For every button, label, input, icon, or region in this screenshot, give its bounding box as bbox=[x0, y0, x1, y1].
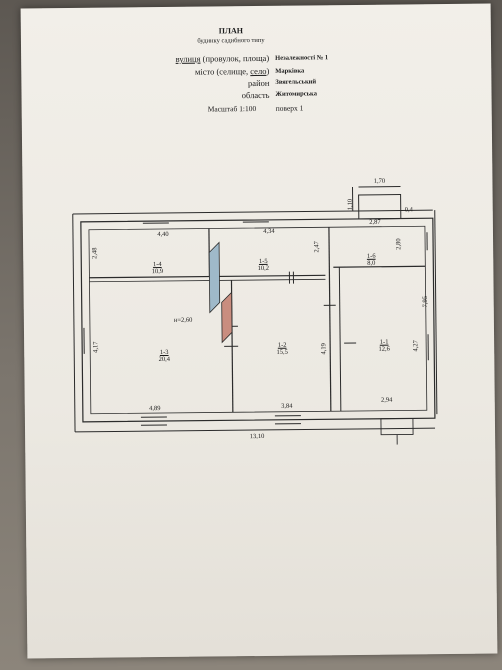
dim-top-middle: 4,34 bbox=[263, 227, 275, 235]
room-1-1-area: 12,6 bbox=[378, 345, 390, 353]
dim-porch-depth: 1,10 bbox=[346, 198, 354, 211]
dim-right-upper: 2,80 bbox=[395, 238, 403, 250]
room-1-3-area: 20,4 bbox=[158, 355, 171, 364]
room-1-5: 1-5 10,2 bbox=[257, 258, 270, 273]
document-sheet: ПЛАН будинку садибного типу вулиця (пров… bbox=[20, 3, 498, 659]
dim-right-total: 7,95 bbox=[421, 296, 429, 308]
dim-inner-vertical: 4,19 bbox=[320, 343, 328, 355]
stair-blue bbox=[208, 241, 221, 314]
room-1-4-area: 10,9 bbox=[151, 268, 164, 276]
dim-total-width: 13,10 bbox=[249, 432, 265, 441]
dim-bottom-middle: 3,84 bbox=[281, 402, 293, 410]
dim-bottom-left: 4,89 bbox=[149, 405, 161, 413]
ceiling-height: н=2,60 bbox=[173, 316, 193, 324]
room-1-4: 1-4 10,9 bbox=[151, 261, 164, 276]
dim-top-left: 4,40 bbox=[157, 230, 169, 239]
room-1-6: 1-6 8,0 bbox=[367, 253, 376, 267]
room-1-2-area: 15,5 bbox=[276, 348, 288, 356]
floor-plan bbox=[72, 186, 438, 445]
room-1-2: 1-2 15,5 bbox=[276, 342, 288, 356]
room-1-1: 1-1 12,6 bbox=[378, 339, 390, 353]
room-1-3: 1-3 20,4 bbox=[158, 349, 170, 363]
room-1-5-area: 10,2 bbox=[257, 264, 270, 273]
dim-right-lower: 4,27 bbox=[412, 340, 420, 352]
dim-porch-width: 1,70 bbox=[373, 177, 386, 185]
dim-mid-vertical: 2,47 bbox=[313, 241, 321, 253]
dim-left-upper: 2,48 bbox=[91, 247, 99, 259]
dim-top-right: 2,87 bbox=[369, 218, 381, 226]
stair-red bbox=[221, 291, 233, 344]
dim-left-lower: 4,17 bbox=[92, 341, 100, 353]
dim-porch-offset: 0,4 bbox=[404, 206, 413, 214]
room-1-6-area: 8,0 bbox=[367, 259, 376, 267]
dim-bottom-right: 2,94 bbox=[381, 396, 393, 404]
